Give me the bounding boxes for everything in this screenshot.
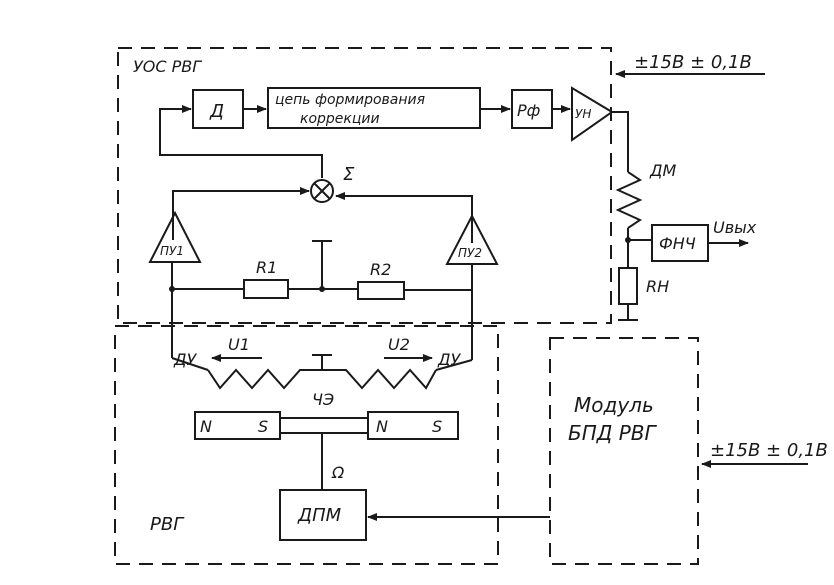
magnet-right-s: S	[432, 417, 442, 436]
magnet-left-s: S	[258, 417, 268, 436]
rn-label: RН	[646, 277, 669, 296]
resistor-r2	[357, 281, 405, 300]
u2-label: U2	[388, 335, 410, 354]
coil-dm	[615, 171, 643, 229]
omega-label: Ω	[331, 463, 345, 482]
amplifier-un	[571, 86, 614, 142]
supply-top-label: ±15В ± 0,1В	[634, 52, 752, 73]
u-out-label: Uвых	[713, 218, 757, 237]
module-label-2: БПД РВГ	[568, 421, 658, 445]
magnet-left-n: N	[200, 417, 212, 436]
wire	[171, 357, 209, 371]
upper-region-label: УОС РВГ	[133, 57, 202, 76]
resistor-rn	[618, 267, 638, 305]
amplifier-pu2-label: ПУ2	[458, 246, 482, 260]
r2-label: R2	[370, 260, 391, 279]
region-uos-rvg	[117, 47, 612, 324]
wire	[313, 182, 331, 200]
amplifier-pu1	[148, 210, 202, 263]
summing-junction	[310, 179, 334, 203]
block-rf-label: Рф	[517, 101, 540, 120]
dm-label: ДМ	[649, 161, 677, 180]
resistor-r1	[243, 279, 289, 299]
block-correction-label-1: цепь формирования	[275, 92, 425, 108]
wire	[172, 187, 310, 240]
beam-center	[279, 417, 369, 434]
block-dpm-label: ДПМ	[297, 505, 342, 526]
sum-label: Σ	[343, 164, 355, 185]
magnet-right-n: N	[376, 417, 388, 436]
amplifier-un-label: УН	[575, 107, 591, 121]
junction-dot	[169, 286, 175, 292]
block-fnch-label: ФНЧ	[659, 234, 696, 253]
block-dpm	[279, 489, 367, 541]
r1-label: R1	[256, 258, 277, 277]
coil-du-right	[334, 368, 437, 390]
supply-right-label: ±15В ± 0,1В	[710, 440, 828, 461]
region-rvg	[114, 325, 499, 565]
wire	[612, 111, 629, 172]
region-module-bpd	[549, 337, 699, 565]
magnet-right	[367, 411, 459, 440]
wire	[435, 359, 473, 371]
u1-label: U1	[228, 335, 250, 354]
block-d-label: Д	[209, 101, 224, 122]
coil-du-left	[207, 368, 310, 390]
lower-region-label: РВГ	[150, 514, 185, 535]
wire	[335, 192, 473, 243]
block-correction-label-2: коррекции	[300, 111, 380, 127]
amplifier-pu1-label: ПУ1	[160, 244, 184, 258]
wire	[159, 105, 323, 178]
ch-e-label: ЧЭ	[312, 390, 334, 409]
module-label-1: Модуль	[574, 393, 654, 417]
